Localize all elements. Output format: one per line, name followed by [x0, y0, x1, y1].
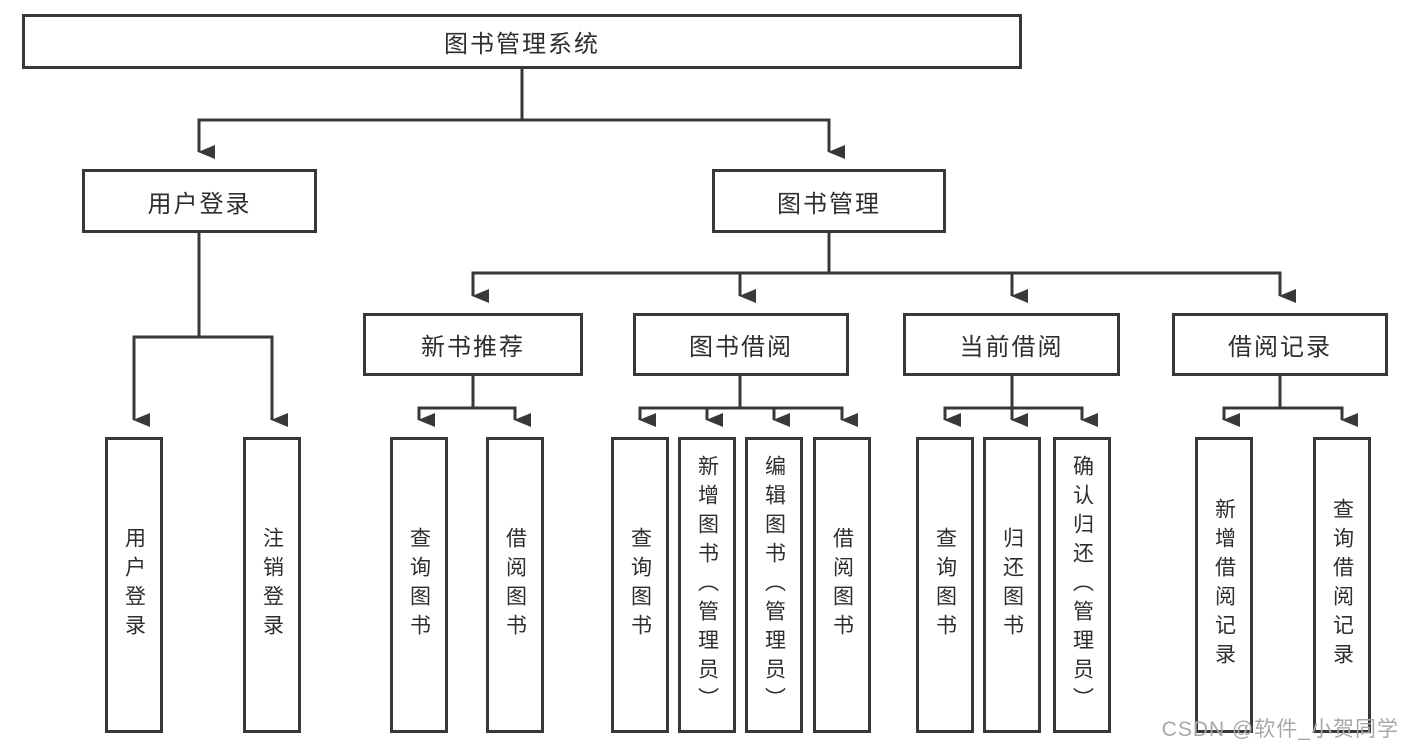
- node-root: 图书管理系统: [22, 14, 1022, 69]
- node-book-borrow: 图书借阅: [633, 313, 849, 376]
- leaf-add-borrow-record-label: 新增借阅记录: [1212, 498, 1236, 672]
- leaf-logout: 注销登录: [243, 437, 301, 733]
- leaf-query-books-current: 查询图书: [916, 437, 974, 733]
- leaf-borrow-books-label: 借阅图书: [830, 527, 854, 643]
- leaf-confirm-return-admin-label: 确认归还（管理员）: [1070, 454, 1094, 716]
- node-borrow-records: 借阅记录: [1172, 313, 1388, 376]
- leaf-logout-label: 注销登录: [260, 527, 284, 643]
- leaf-query-borrow-record: 查询借阅记录: [1313, 437, 1371, 733]
- leaf-query-books-borrow-label: 查询图书: [628, 527, 652, 643]
- watermark: CSDN @软件_小贺同学: [1161, 718, 1399, 741]
- leaf-query-books-recommend: 查询图书: [390, 437, 448, 733]
- leaf-borrow-books-recommend-label: 借阅图书: [503, 527, 527, 643]
- leaf-return-book: 归还图书: [983, 437, 1041, 733]
- node-user-login: 用户登录: [82, 169, 317, 233]
- leaf-confirm-return-admin: 确认归还（管理员）: [1053, 437, 1111, 733]
- leaf-query-books-current-label: 查询图书: [933, 527, 957, 643]
- leaf-query-books-borrow: 查询图书: [611, 437, 669, 733]
- node-book-management: 图书管理: [712, 169, 946, 233]
- leaf-user-login-label: 用户登录: [122, 527, 146, 643]
- leaf-return-book-label: 归还图书: [1000, 527, 1024, 643]
- leaf-edit-book-admin-label: 编辑图书（管理员）: [762, 454, 786, 716]
- leaf-user-login: 用户登录: [105, 437, 163, 733]
- leaf-add-book-admin: 新增图书（管理员）: [678, 437, 736, 733]
- leaf-add-book-admin-label: 新增图书（管理员）: [695, 454, 719, 716]
- leaf-borrow-books: 借阅图书: [813, 437, 871, 733]
- node-current-borrow: 当前借阅: [903, 313, 1120, 376]
- leaf-edit-book-admin: 编辑图书（管理员）: [745, 437, 803, 733]
- node-new-book-recommend: 新书推荐: [363, 313, 583, 376]
- leaf-query-books-recommend-label: 查询图书: [407, 527, 431, 643]
- leaf-borrow-books-recommend: 借阅图书: [486, 437, 544, 733]
- leaf-query-borrow-record-label: 查询借阅记录: [1330, 498, 1354, 672]
- leaf-add-borrow-record: 新增借阅记录: [1195, 437, 1253, 733]
